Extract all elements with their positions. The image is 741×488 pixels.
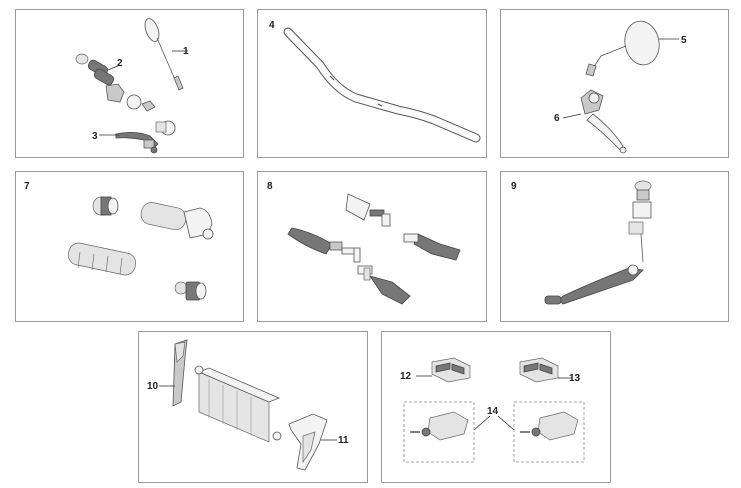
callout-10: 10 — [147, 381, 159, 392]
kit-box-left — [403, 401, 475, 463]
panel-4-drawing: 4 — [269, 20, 481, 143]
footpeg-left-drawing — [410, 411, 469, 441]
throttle-drawing — [75, 53, 176, 136]
radiator-drawing — [194, 365, 282, 443]
indicator-rear-left-drawing — [357, 265, 411, 305]
panel-10-drawing: 10 11 — [147, 339, 349, 471]
panel-turn-signals: 8 — [257, 171, 487, 322]
callout-5: 5 — [681, 35, 687, 46]
callout-2: 2 — [117, 58, 123, 69]
handlebar-drawing — [283, 27, 481, 143]
left-grip-drawing — [67, 242, 137, 276]
callout-13: 13 — [569, 373, 581, 384]
kit-box-right — [513, 401, 585, 463]
panel-handlebar: 4 — [257, 9, 487, 158]
callout-1: 1 — [183, 46, 189, 57]
callout-11: 11 — [338, 435, 349, 446]
round-mirror-drawing — [585, 20, 660, 77]
callout-4: 4 — [269, 20, 275, 31]
panel-1-drawing: 1 2 3 — [75, 18, 189, 154]
bar-end-weight-drawing — [92, 196, 119, 216]
panel-12-drawing: 12 13 14 — [400, 357, 585, 463]
left-guard-drawing — [172, 339, 188, 407]
bar-end-plug-drawing — [174, 281, 207, 301]
panel-7-drawing: 7 — [24, 181, 214, 301]
panel-mirror-throttle-lever: 1 2 3 — [15, 9, 244, 158]
callout-12: 12 — [400, 371, 412, 382]
indicator-rear-right-drawing — [403, 233, 461, 261]
mirror-drawing — [144, 18, 184, 91]
indicator-front-left-drawing — [287, 227, 361, 263]
footpeg-right-drawing — [520, 411, 579, 441]
right-guard-drawing — [288, 413, 328, 471]
panel-9-drawing: 9 — [511, 180, 652, 305]
panel-footpegs: 12 13 14 — [381, 331, 611, 483]
callout-3: 3 — [92, 131, 98, 142]
panel-5-drawing: 5 6 — [554, 20, 687, 154]
lever-drawing — [115, 132, 159, 154]
panel-8-drawing: 8 — [267, 181, 461, 305]
callout-7: 7 — [24, 181, 30, 192]
panel-mirror-clutch: 5 6 — [500, 9, 729, 158]
shift-lever-drawing — [544, 180, 652, 305]
callout-9: 9 — [511, 181, 517, 192]
footpeg-rubber-12-drawing — [431, 357, 471, 383]
panel-radiator-guards: 10 11 — [138, 331, 368, 483]
throttle-grip-drawing — [140, 202, 214, 240]
callout-6: 6 — [554, 113, 560, 124]
panel-shift-lever: 9 — [500, 171, 729, 322]
panel-grips: 7 — [15, 171, 244, 322]
indicator-front-right-drawing — [345, 193, 391, 227]
brake-lever-drawing — [580, 89, 627, 154]
callout-8: 8 — [267, 181, 273, 192]
footpeg-rubber-13-drawing — [519, 357, 559, 383]
callout-14: 14 — [487, 406, 499, 417]
